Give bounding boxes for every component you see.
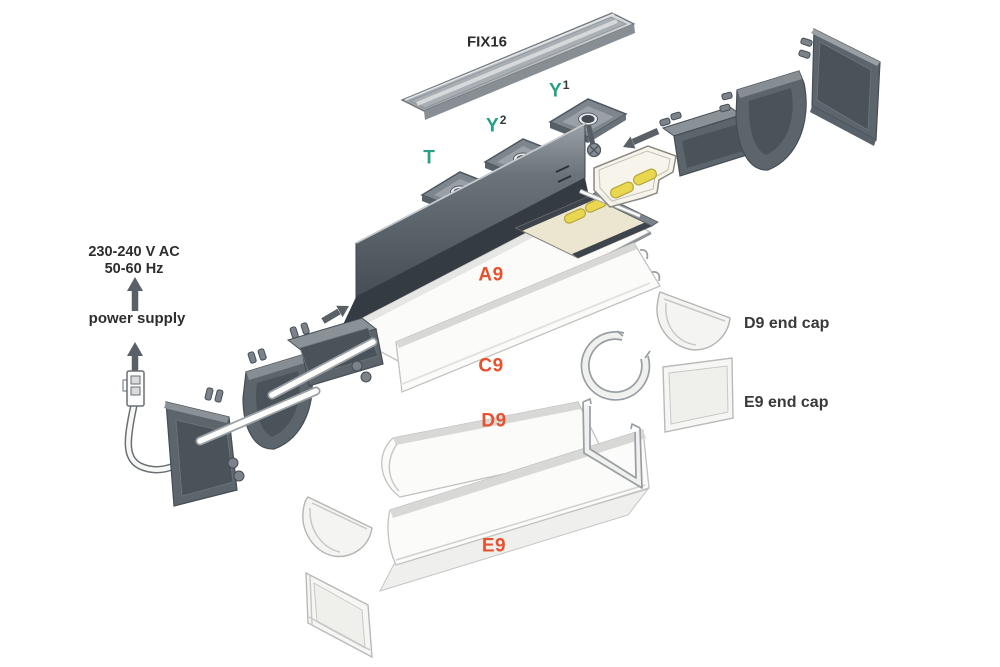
led-chip — [563, 208, 587, 224]
peg — [257, 348, 267, 361]
e9-end-cap-white-right — [662, 357, 734, 433]
edge-detail — [309, 507, 341, 553]
y2-superscript: 2 — [499, 113, 507, 127]
d9-end-cap-white-right — [656, 291, 731, 351]
power-supply-label: power supply — [88, 310, 186, 327]
edge-detail — [311, 502, 368, 530]
screw-post — [360, 371, 372, 383]
profile-a9 — [338, 123, 659, 365]
e9-end-cap-label: E9 end cap — [744, 394, 829, 411]
fix16-label: FIX16 — [466, 33, 508, 51]
end-cap-square-dark-left — [164, 387, 245, 507]
peg — [214, 389, 224, 403]
arrow-down-left-icon — [623, 128, 660, 149]
screw-post — [233, 470, 245, 482]
voltage-label: 230-240 V AC — [88, 244, 180, 260]
peg — [721, 91, 733, 101]
peg — [798, 49, 811, 59]
frequency-label: 50-60 Hz — [104, 261, 164, 277]
arrow-up-right-icon — [321, 305, 349, 324]
screw-post — [351, 360, 363, 372]
a9-label: A9 — [478, 264, 504, 286]
edge-highlight — [399, 282, 651, 386]
y1-letter: Y — [549, 80, 562, 102]
d9-end-cap-white-left — [302, 496, 373, 558]
peg — [247, 351, 257, 364]
edge-detail — [395, 484, 646, 561]
peg — [719, 103, 731, 113]
e9-cross-section — [582, 398, 643, 489]
peg — [300, 322, 310, 335]
fix16-rail — [400, 12, 636, 120]
peg — [204, 387, 214, 401]
y2-clip-label: Y2 — [486, 114, 506, 135]
edge-detail — [308, 575, 371, 651]
power-supply-arrow-bottom — [127, 342, 143, 374]
y1-superscript: 1 — [562, 78, 570, 92]
d9-cross-section — [580, 330, 651, 401]
led-chip — [633, 168, 657, 186]
peg — [670, 111, 682, 121]
c9-cross-section-hooks — [639, 249, 661, 282]
edge-detail — [668, 365, 729, 425]
peg — [659, 117, 671, 127]
rail-channel — [416, 19, 618, 106]
d9-label: D9 — [481, 410, 507, 432]
e9-end-cap-white-left — [305, 571, 373, 659]
screw-post — [227, 457, 239, 469]
cover-e9 — [379, 429, 650, 592]
edge-highlight — [355, 123, 586, 244]
edge-detail — [663, 298, 726, 322]
power-supply-arrow-top — [127, 277, 143, 311]
edge-highlight — [404, 13, 615, 101]
connector-pin-window — [130, 375, 141, 385]
cover-c9 — [395, 242, 661, 393]
edge-detail — [665, 302, 697, 346]
end-cap-square-dark-right — [798, 28, 881, 146]
end-cap-round-dark-right — [719, 70, 807, 171]
d9-end-cap-label: D9 end cap — [744, 315, 830, 332]
connector-pin-window — [130, 386, 141, 396]
peg — [800, 37, 813, 47]
power-connector — [122, 370, 145, 407]
fixing-rods — [195, 337, 378, 446]
led-chip — [610, 181, 634, 199]
c9-label: C9 — [478, 355, 504, 377]
e9-label: E9 — [481, 535, 507, 557]
y2-letter: Y — [486, 115, 499, 137]
edge-detail — [388, 443, 400, 492]
a9-interior-shadow — [340, 178, 590, 331]
led-module — [579, 145, 677, 219]
y1-clip-label: Y1 — [549, 79, 569, 100]
t-clip-label: T — [423, 147, 435, 169]
